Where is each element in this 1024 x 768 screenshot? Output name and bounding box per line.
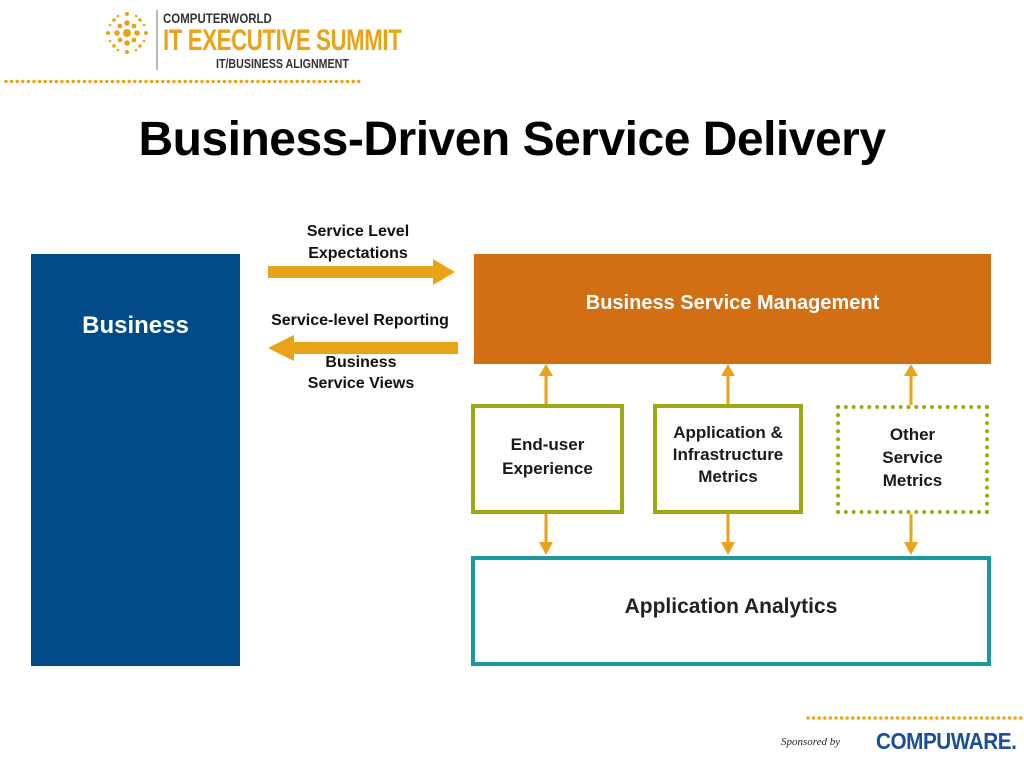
bsm-label: Business Service Management [585,292,880,314]
bsm-box [474,254,991,364]
logo-brand-top: COMPUTERWORLD [163,10,272,26]
end-user-text: End-user Experience [502,435,593,478]
logo-divider [156,10,158,70]
sle-text: Service Level Expectations [306,223,410,262]
app-infra-metrics-box [653,404,803,514]
logo-brand-main: IT EXECUTIVE SUMMIT [163,24,402,57]
service-level-expectations-label: Service Level Expectations [268,221,448,265]
end-user-experience-box [471,404,624,514]
service-level-reporting-label: Service-level Reporting [271,312,449,329]
application-analytics-box [471,556,991,666]
app-infra-text: Application & Infrastructure Metrics [672,423,784,486]
compuware-logo: COMPUWARE. [876,728,1017,754]
sponsored-by-label: Sponsored by [781,736,841,748]
sunburst-dots-icon [106,12,148,54]
end-user-experience-label: End-user Experience [471,433,624,481]
header-dotted-rule [4,79,364,84]
other-service-metrics-label: Other Service Metrics [836,423,989,492]
business-box [31,254,240,666]
other-service-metrics-box [836,405,989,514]
slide-title: Business-Driven Service Delivery [138,113,886,166]
footer-dotted-rule [806,716,1024,720]
app-infra-metrics-label: Application & Infrastructure Metrics [653,422,803,488]
business-label: Business [82,312,189,339]
logo-brand-sub: IT/BUSINESS ALIGNMENT [216,56,349,71]
business-service-views-label: Business Service Views [266,352,456,394]
other-text: Other Service Metrics [882,425,943,490]
bsv-text: Business Service Views [307,354,415,392]
application-analytics-label: Application Analytics [624,595,838,618]
